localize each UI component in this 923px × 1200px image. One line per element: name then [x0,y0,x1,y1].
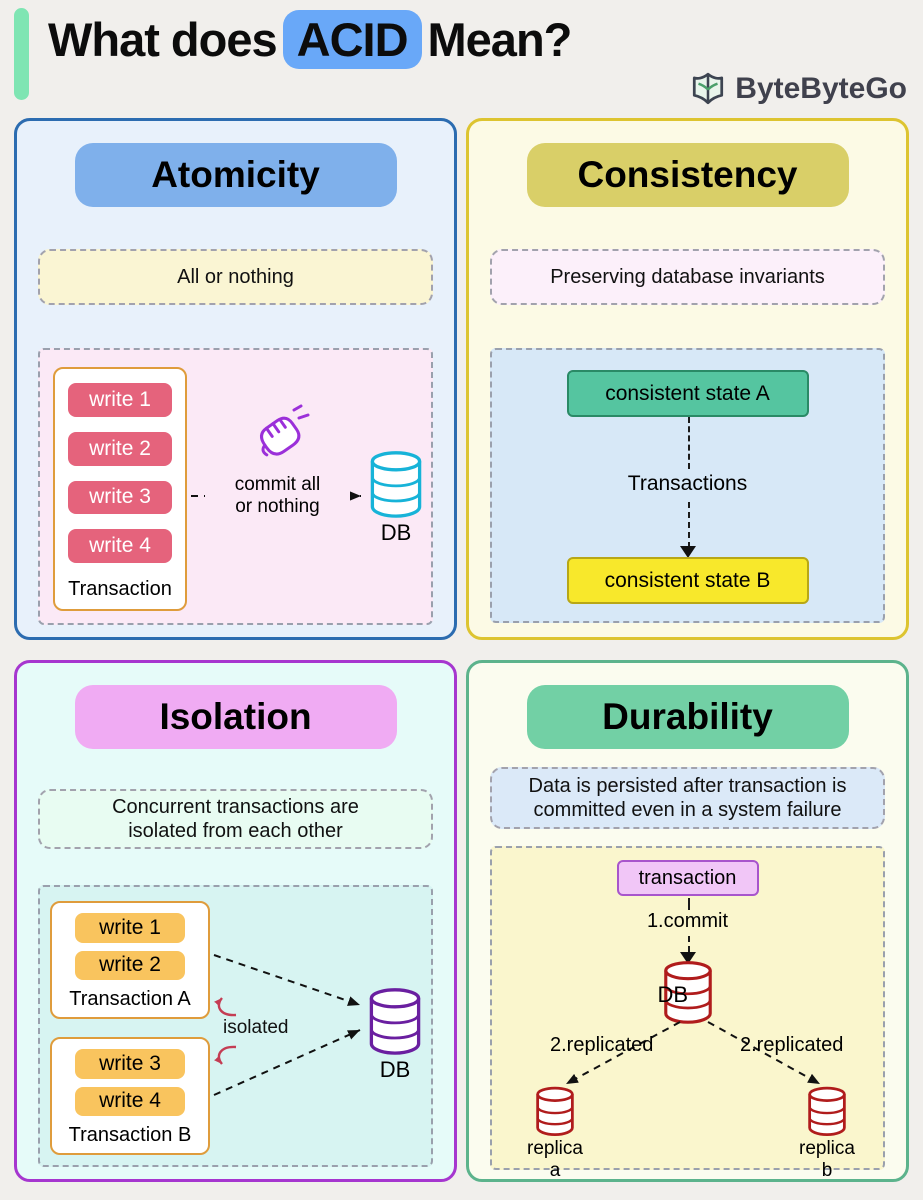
isolated-label: isolated [223,1017,289,1038]
transaction-label: Transaction [68,578,172,600]
transactions-arrow-segment [687,502,690,548]
durability-subtitle: Data is persisted after transaction is c… [490,767,885,829]
isolation-diagram: write 1 write 2 Transaction A write 3 wr… [38,885,433,1167]
write-chip: write 1 [75,913,185,943]
commit-arrow-segment [687,898,690,910]
isolation-subtitle-line1: Concurrent transactions are [112,795,359,818]
isolation-subtitle: Concurrent transactions are isolated fro… [38,789,433,849]
atomicity-subtitle: All or nothing [38,249,433,305]
replica-b-group: replica b [792,1086,862,1182]
atomicity-subtitle-text: All or nothing [177,265,294,288]
panel-atomicity: Atomicity All or nothing write 1 write 2… [14,118,457,640]
bytebytego-logo-icon [693,72,724,105]
title-suffix: Mean? [427,13,573,66]
replica-a-label: replica a [527,1138,583,1181]
consistency-subtitle: Preserving database invariants [490,249,885,305]
database-icon [369,988,421,1055]
write-chip: write 1 [68,383,172,417]
isolation-db-group: DB [364,987,426,1083]
commit-arrow-label-line1: commit all [234,474,321,495]
atomicity-diagram: write 1 write 2 write 3 write 4 Transact… [38,348,433,625]
isolated-arrow-down-icon [214,1045,237,1065]
durability-subtitle-line2: committed even in a system failure [533,799,842,821]
database-icon [370,451,422,518]
write-chip: write 3 [68,480,172,515]
atomicity-db-group: DB [365,450,427,546]
title-accent-bar [14,8,29,100]
commit-label: 1.commit [646,910,729,932]
arrow-down-icon [679,952,696,964]
database-icon [663,961,712,1024]
consistency-title: Consistency [526,143,849,207]
transaction-a-label: Transaction A [69,988,191,1010]
db-label: DB [657,982,689,1007]
database-icon [536,1086,574,1136]
isolation-title: Isolation [74,685,397,749]
panel-isolation: Isolation Concurrent transactions are is… [14,660,457,1182]
isolation-subtitle-line2: isolated from each other [128,820,343,842]
fist-icon [260,404,310,457]
write-chip: write 3 [75,1049,185,1079]
consistent-state-a: consistent state A [566,370,809,417]
transactions-arrow-segment [687,417,690,469]
db-label: DB [379,1057,411,1082]
commit-arrow-segment [687,936,690,952]
replica-a-group: replica a [520,1086,590,1182]
panel-durability: Durability Data is persisted after trans… [466,660,909,1182]
panel-consistency: Consistency Preserving database invarian… [466,118,909,640]
replica-b-label: replica b [799,1138,855,1181]
consistency-diagram: consistent state A Transactions consiste… [490,348,885,623]
durability-transaction-pill: transaction [616,860,759,896]
title-acid-highlight: ACID [282,10,422,69]
brand: ByteByteGo [689,70,907,108]
database-icon [808,1086,846,1136]
write-chip: write 2 [68,431,172,466]
isolated-arrow-up-icon [214,997,237,1017]
write-chip: write 2 [75,950,185,980]
brand-name: ByteByteGo [735,72,907,105]
durability-subtitle-line1: Data is persisted after transaction is [528,774,847,797]
commit-arrow-label-line2: or nothing [235,495,320,517]
arrow-down-icon [679,546,696,558]
title-prefix: What does [48,13,278,66]
transaction-a-box: write 1 write 2 Transaction A [50,901,210,1019]
replicated-label-left: 2.replicated [550,1034,654,1056]
durability-db-group: DB [658,960,718,1024]
transaction-b-box: write 3 write 4 Transaction B [50,1037,210,1155]
write-chip: write 4 [75,1086,185,1116]
atomicity-title: Atomicity [74,143,397,207]
write-chip: write 4 [68,529,172,563]
db-label: DB [380,520,412,545]
consistent-state-b: consistent state B [566,557,809,604]
consistency-subtitle-text: Preserving database invariants [550,265,825,288]
transactions-label: Transactions [627,472,748,495]
replicated-label-right: 2.replicated [740,1034,844,1056]
transaction-b-label: Transaction B [68,1124,192,1146]
durability-title: Durability [526,685,849,749]
atomicity-transaction-box: write 1 write 2 write 3 write 4 Transact… [53,367,187,611]
commit-arrow-label: commit all or nothing [205,472,350,520]
durability-diagram: transaction 1.commit DB [490,846,885,1181]
